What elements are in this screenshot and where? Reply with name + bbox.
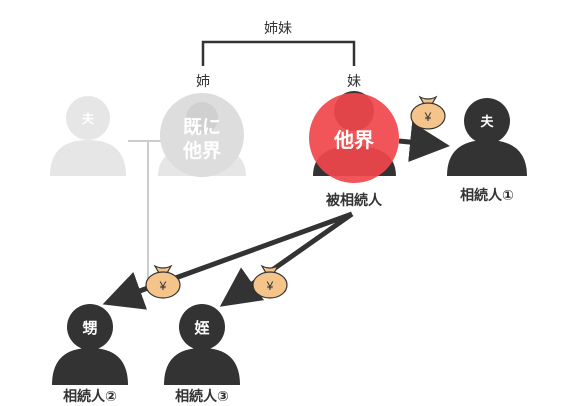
sisters-bracket: 姉妹 姉 妹	[196, 20, 361, 89]
heir3-caption: 相続人③	[175, 388, 229, 404]
sisters-label: 姉妹	[264, 20, 292, 36]
decedent-caption: 被相続人	[326, 192, 383, 208]
money-bag-icon: ¥	[410, 95, 446, 130]
decedent-status-label: 他界	[333, 128, 374, 152]
elder-sister-status-line2: 他界	[182, 139, 221, 162]
money-bag-icon: ¥	[145, 264, 181, 299]
husband-person: 夫 相続人①	[447, 98, 527, 203]
heir1-caption: 相続人①	[460, 187, 514, 203]
arrow-to-niece	[219, 211, 354, 307]
nephew-person: 甥 相続人②	[52, 304, 128, 404]
elder-sister-status-line1: 既に	[183, 117, 221, 138]
faded-family-line	[128, 140, 165, 282]
money-bag-icon: ¥	[252, 264, 288, 299]
husband-label: 夫	[480, 114, 494, 129]
elder-sister-label: 姉	[196, 73, 210, 89]
nephew-label: 甥	[82, 320, 97, 337]
niece-person: 姪 相続人③	[164, 304, 240, 404]
arrow-to-husband	[398, 122, 450, 162]
faded-husband-person: 夫	[50, 96, 126, 176]
heir2-caption: 相続人②	[63, 388, 117, 404]
decedent-person: 他界 被相続人	[309, 91, 399, 208]
faded-husband-label: 夫	[81, 111, 95, 126]
elder-sister-person: 既に 他界	[158, 93, 246, 177]
niece-label: 姪	[194, 319, 209, 337]
younger-sister-label: 妹	[347, 73, 361, 89]
svg-text:¥: ¥	[266, 279, 274, 293]
svg-text:¥: ¥	[424, 110, 432, 124]
svg-text:¥: ¥	[159, 279, 167, 293]
